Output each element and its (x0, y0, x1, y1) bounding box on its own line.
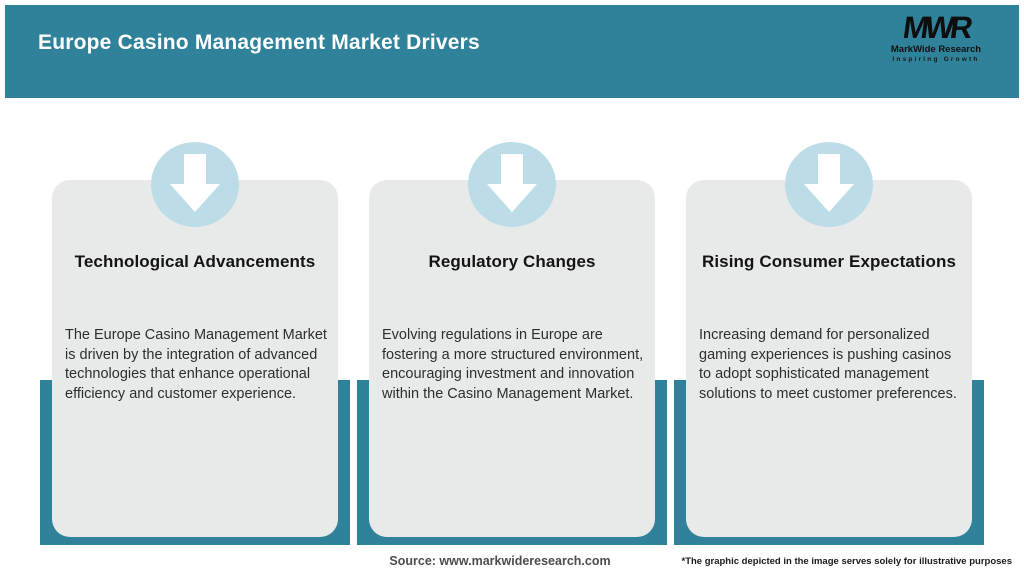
card-description: Evolving regulations in Europe are foste… (382, 327, 644, 402)
down-arrow-badge (468, 142, 556, 227)
driver-card-technological-advancements: Technological Advancements The Europe Ca… (40, 0, 350, 576)
card-title: Regulatory Changes (428, 252, 596, 271)
card-title: Technological Advancements (74, 252, 316, 271)
card-body: Technological Advancements The Europe Ca… (52, 180, 338, 537)
page-title: Europe Casino Management Market Drivers (38, 31, 480, 54)
down-arrow-icon (487, 154, 537, 212)
down-arrow-icon (170, 154, 220, 212)
down-arrow-icon (804, 154, 854, 212)
logo-name: MarkWide Research (890, 44, 982, 55)
card-description: The Europe Casino Management Market is d… (65, 327, 327, 402)
card-body: Rising Consumer Expectations Increasing … (686, 180, 972, 537)
driver-card-regulatory-changes: Regulatory Changes Evolving regulations … (357, 0, 667, 576)
card-body: Regulatory Changes Evolving regulations … (369, 180, 655, 537)
down-arrow-badge (785, 142, 873, 227)
logo-tagline: Inspiring Growth (892, 56, 980, 63)
disclaimer-text: *The graphic depicted in the image serve… (681, 556, 1013, 567)
header-bar: Europe Casino Management Market Drivers … (5, 5, 1019, 98)
markwide-logo: MWR MarkWide Research Inspiring Growth (881, 10, 991, 63)
source-text: Source: www.markwideresearch.com (389, 554, 611, 568)
card-title: Rising Consumer Expectations (701, 252, 957, 271)
driver-card-rising-consumer-expectations: Rising Consumer Expectations Increasing … (674, 0, 984, 576)
card-description: Increasing demand for personalized gamin… (699, 327, 957, 402)
down-arrow-badge (151, 142, 239, 227)
